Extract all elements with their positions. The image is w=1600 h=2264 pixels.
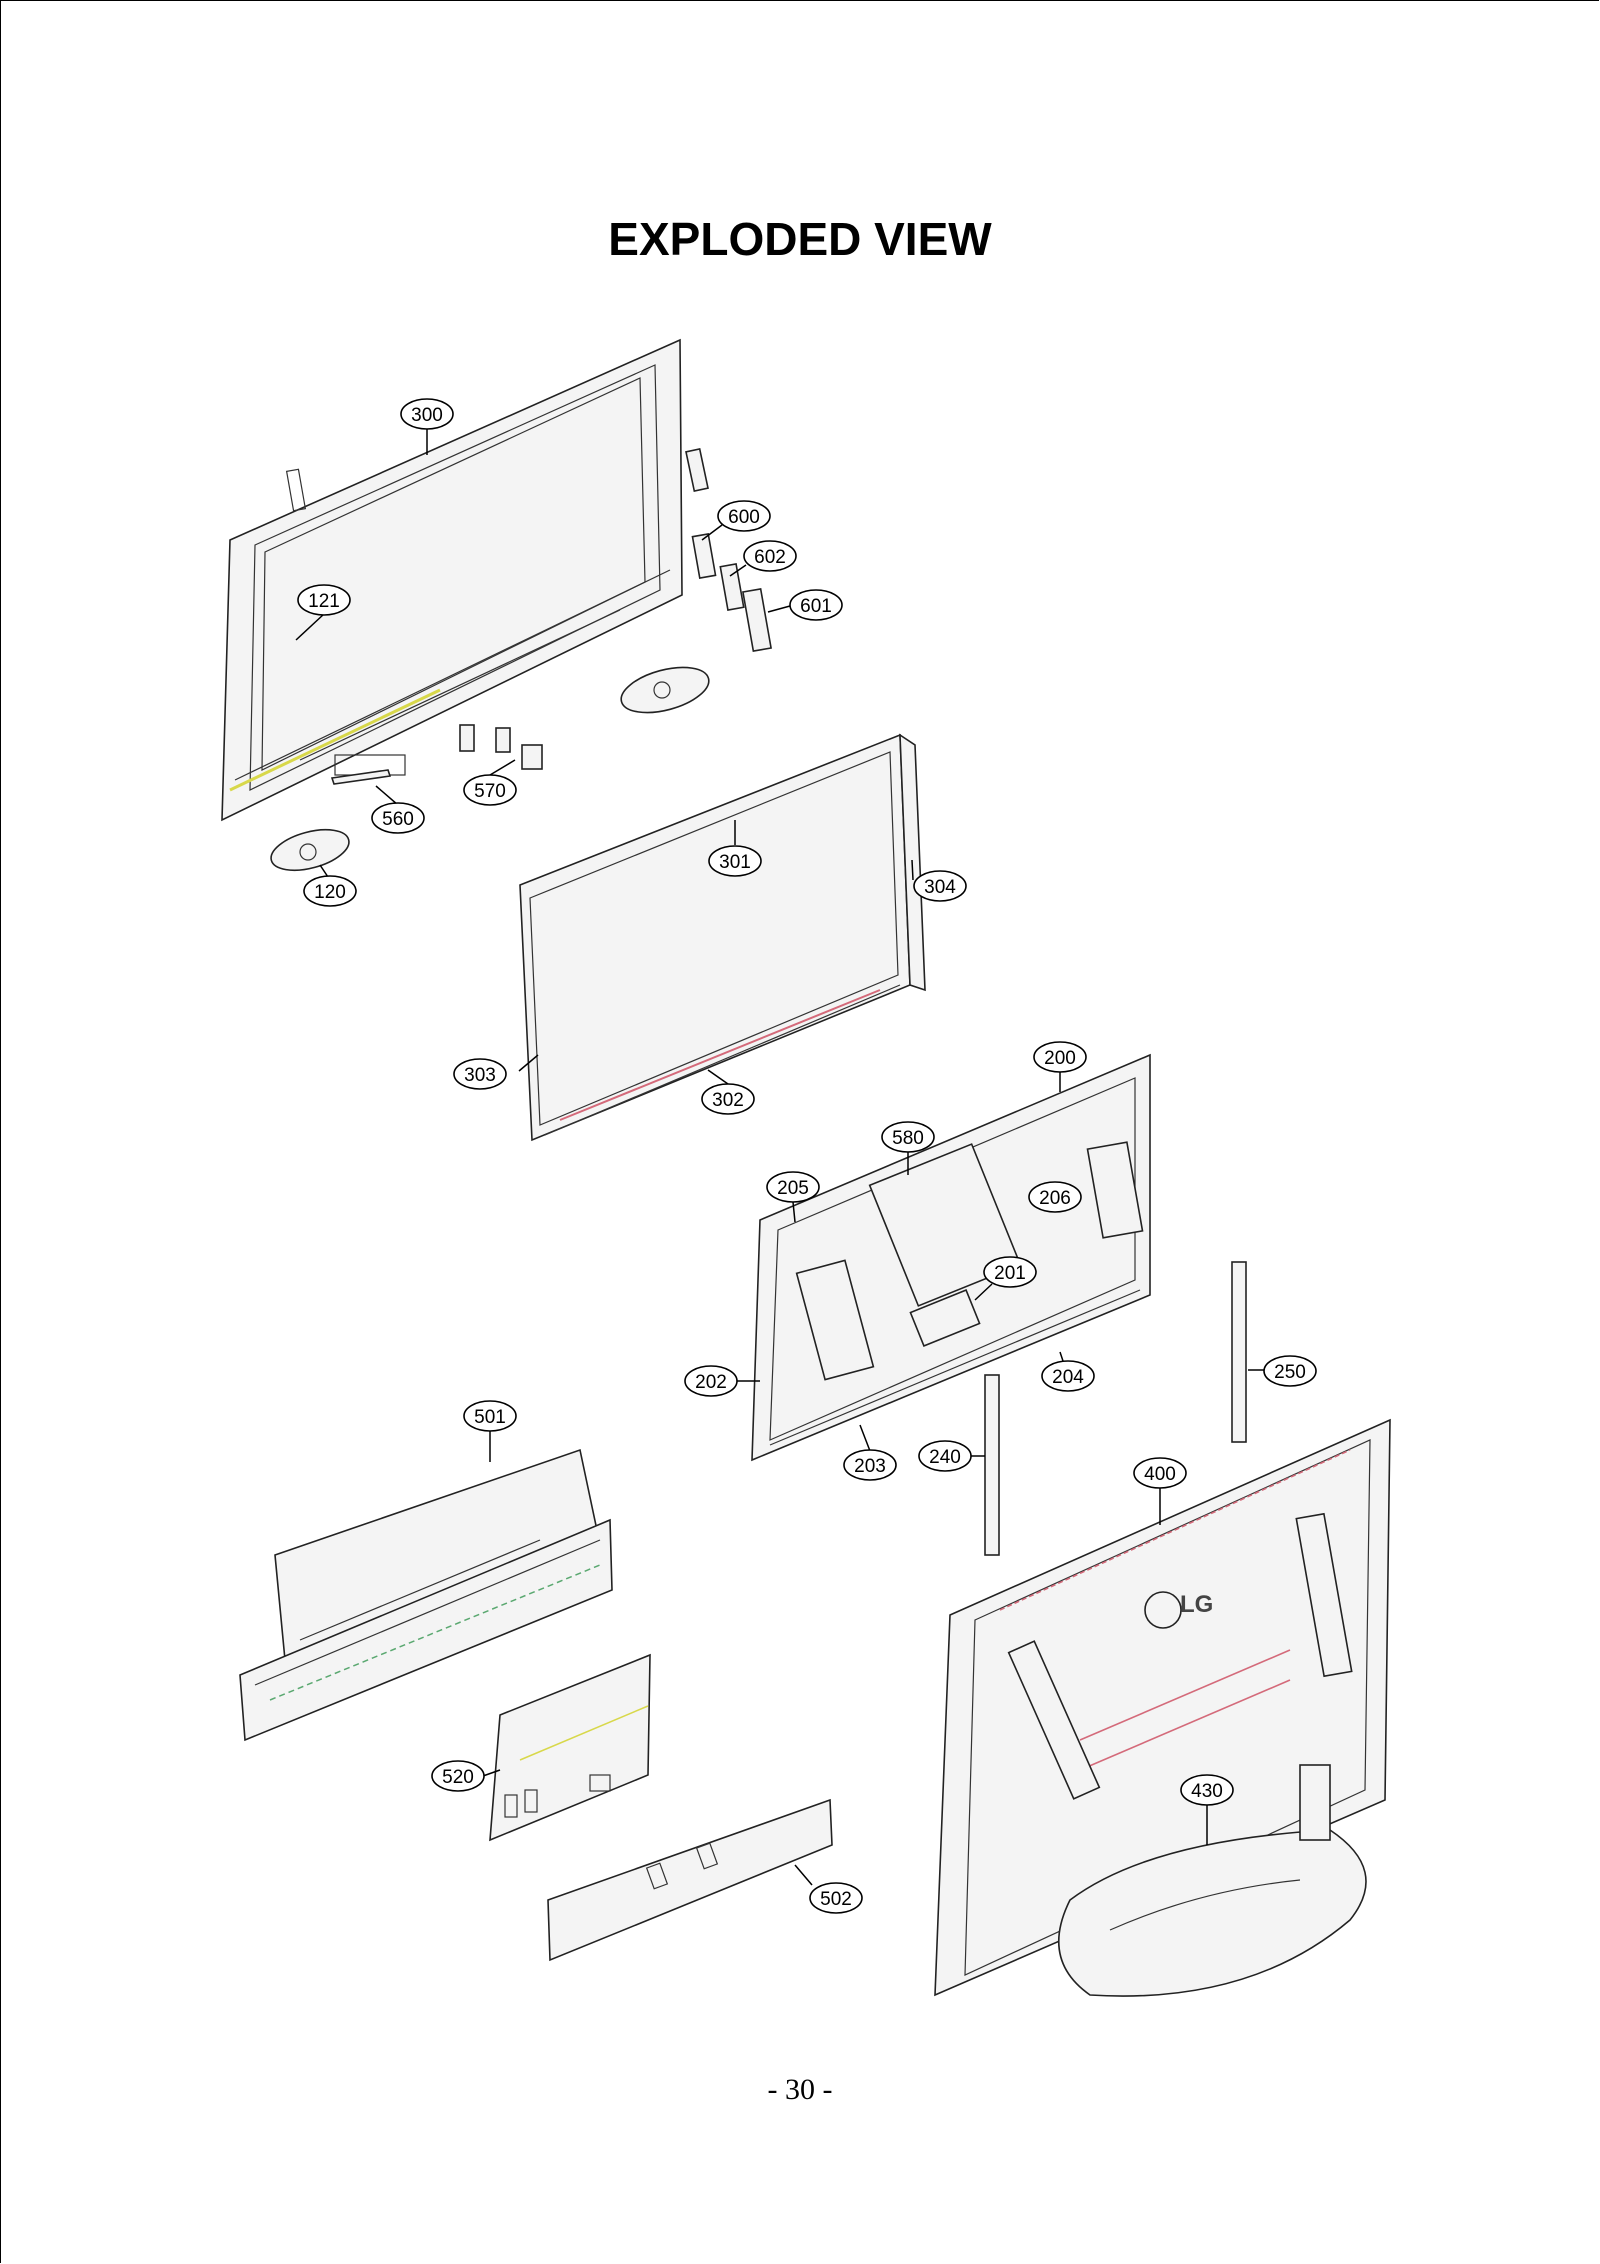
svg-text:206: 206 [1039, 1188, 1071, 1209]
svg-text:400: 400 [1144, 1464, 1176, 1485]
callout-301: 301 [708, 845, 762, 877]
svg-text:304: 304 [924, 877, 956, 898]
callout-520: 520 [431, 1760, 485, 1792]
svg-text:502: 502 [820, 1889, 852, 1910]
svg-text:203: 203 [854, 1456, 886, 1477]
chassis-board-drawing [751, 1053, 1151, 1462]
callout-303: 303 [453, 1058, 507, 1090]
callout-121: 121 [297, 584, 351, 616]
svg-text:240: 240 [929, 1447, 961, 1468]
rear-frame-drawing [239, 1448, 613, 1742]
svg-text:580: 580 [892, 1128, 924, 1149]
callout-120: 120 [303, 875, 357, 907]
callout-560: 560 [371, 802, 425, 834]
callout-240: 240 [918, 1440, 972, 1472]
callout-250: 250 [1263, 1355, 1317, 1387]
callout-200: 200 [1033, 1041, 1087, 1073]
callout-206: 206 [1028, 1181, 1082, 1213]
main-board-drawing [489, 1653, 651, 1842]
terminal-plate-drawing [547, 1798, 833, 1962]
callout-580: 580 [881, 1121, 935, 1153]
svg-text:300: 300 [411, 405, 443, 426]
callout-601: 601 [789, 589, 843, 621]
callout-202: 202 [684, 1365, 738, 1397]
svg-text:121: 121 [308, 591, 340, 612]
callout-501: 501 [463, 1400, 517, 1432]
svg-text:202: 202 [695, 1372, 727, 1393]
svg-text:250: 250 [1274, 1362, 1306, 1383]
callout-304: 304 [913, 870, 967, 902]
svg-text:200: 200 [1044, 1048, 1076, 1069]
bracket-parts-drawing [459, 448, 772, 770]
page-number: - 30 - [767, 2073, 833, 2106]
svg-text:303: 303 [464, 1065, 496, 1086]
callout-600: 600 [717, 500, 771, 532]
callout-302: 302 [701, 1083, 755, 1115]
callout-201: 201 [983, 1256, 1037, 1288]
svg-text:430: 430 [1191, 1781, 1223, 1802]
callout-300: 300 [400, 398, 454, 430]
svg-text:602: 602 [754, 547, 786, 568]
callout-204: 204 [1041, 1360, 1095, 1392]
stand-brackets-drawing [984, 1261, 1247, 1556]
svg-text:600: 600 [728, 507, 760, 528]
svg-text:120: 120 [314, 882, 346, 903]
svg-text:520: 520 [442, 1767, 474, 1788]
speaker-parts-drawing [270, 769, 392, 872]
svg-text:205: 205 [777, 1178, 809, 1199]
back-cover-logo: LG [1180, 1591, 1213, 1618]
svg-text:570: 570 [474, 781, 506, 802]
callout-203: 203 [843, 1449, 897, 1481]
stand-base-drawing [1057, 1764, 1367, 1997]
callout-430: 430 [1180, 1774, 1234, 1806]
svg-text:302: 302 [712, 1090, 744, 1111]
callout-205: 205 [766, 1171, 820, 1203]
svg-text:301: 301 [719, 852, 751, 873]
callout-570: 570 [463, 774, 517, 806]
callout-502: 502 [809, 1882, 863, 1914]
svg-text:560: 560 [382, 809, 414, 830]
callout-400: 400 [1133, 1457, 1187, 1489]
callout-602: 602 [743, 540, 797, 572]
back-cover-drawing: LG [934, 1418, 1391, 1997]
svg-text:204: 204 [1052, 1367, 1084, 1388]
page-title: EXPLODED VIEW [608, 213, 992, 265]
svg-text:501: 501 [474, 1407, 506, 1428]
svg-text:601: 601 [800, 596, 832, 617]
leader-lines [295, 429, 1265, 1886]
svg-text:201: 201 [994, 1263, 1026, 1284]
front-bezel-drawing [221, 338, 683, 822]
